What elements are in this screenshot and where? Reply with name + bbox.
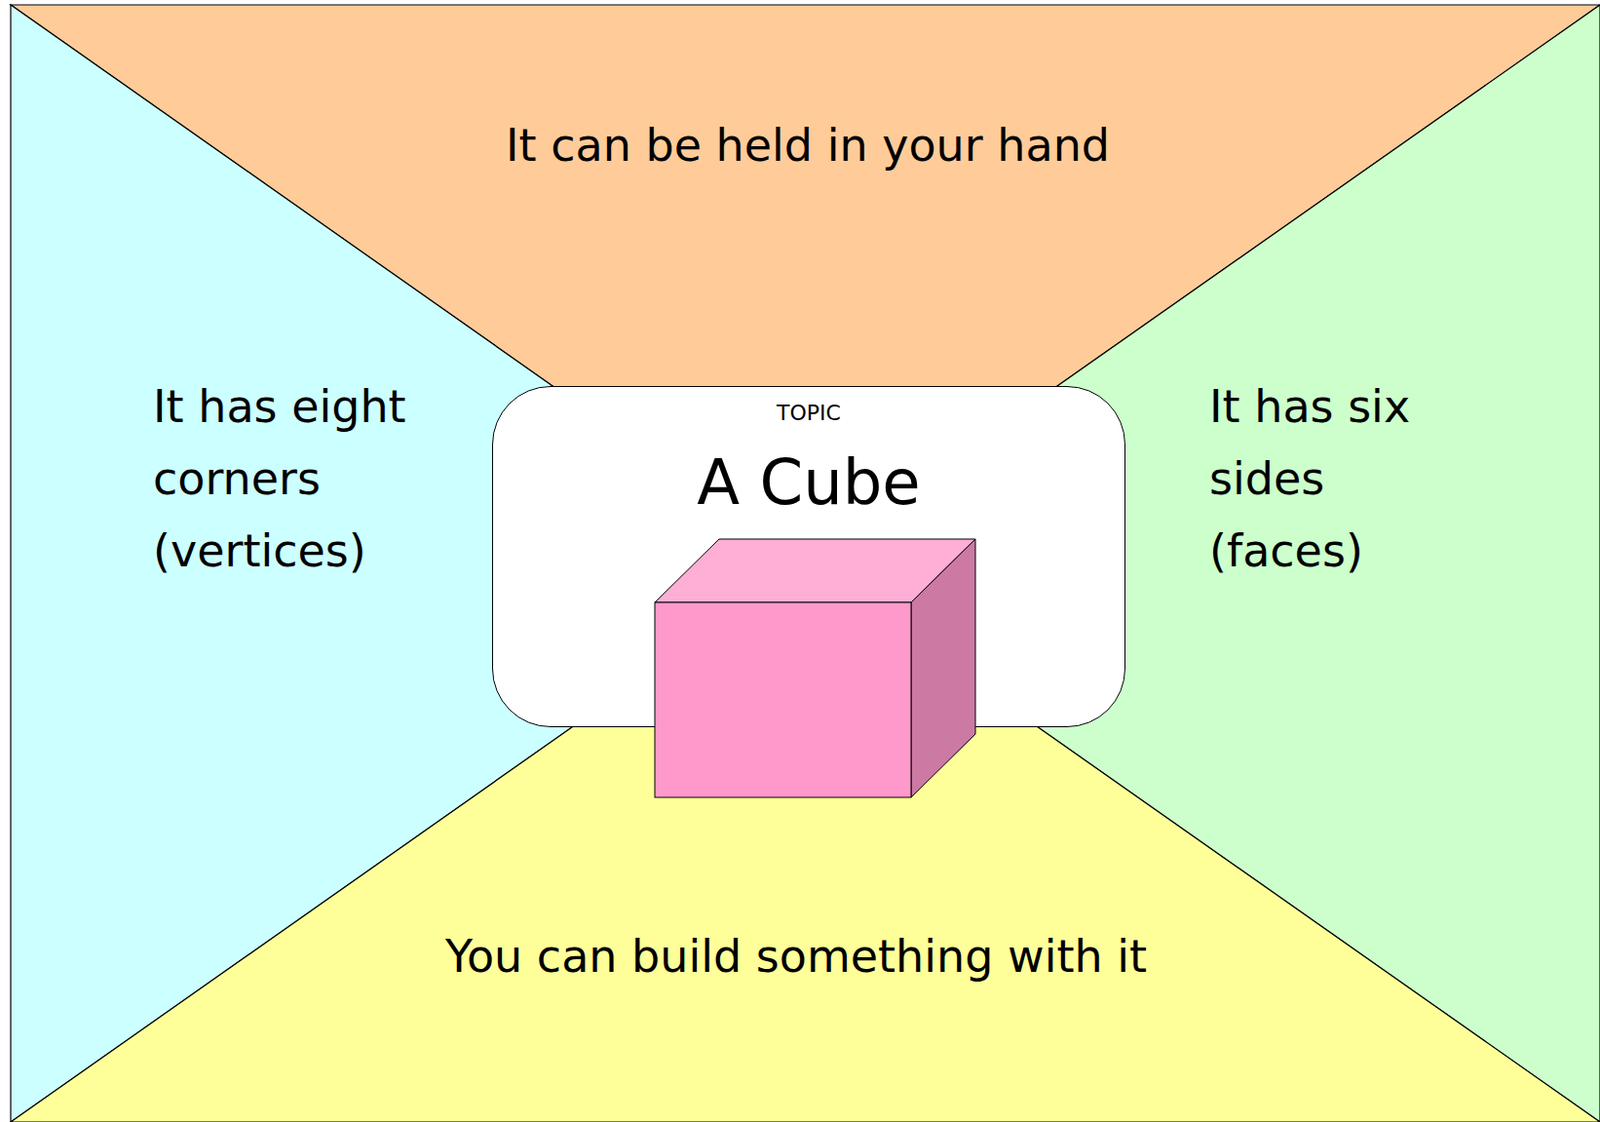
cube-front: [654, 602, 912, 798]
region-text: You can build something with it: [308, 919, 1284, 992]
region-text: It can be held in your hand: [320, 109, 1296, 182]
region-text: It has six sides (faces): [1209, 370, 1483, 587]
text-holder: You can build something with it: [308, 919, 1284, 992]
text-holder: It can be held in your hand: [320, 109, 1296, 182]
text-holder: It has six sides (faces): [1209, 370, 1483, 587]
topic-label: TOPIC: [493, 400, 1125, 426]
text-holder: It has eight corners (vertices): [152, 370, 407, 587]
region-fill: [10, 563, 1600, 1122]
topic-title: A Cube: [493, 448, 1125, 517]
cube-side: [911, 538, 976, 798]
region-text: It has eight corners (vertices): [152, 370, 407, 587]
